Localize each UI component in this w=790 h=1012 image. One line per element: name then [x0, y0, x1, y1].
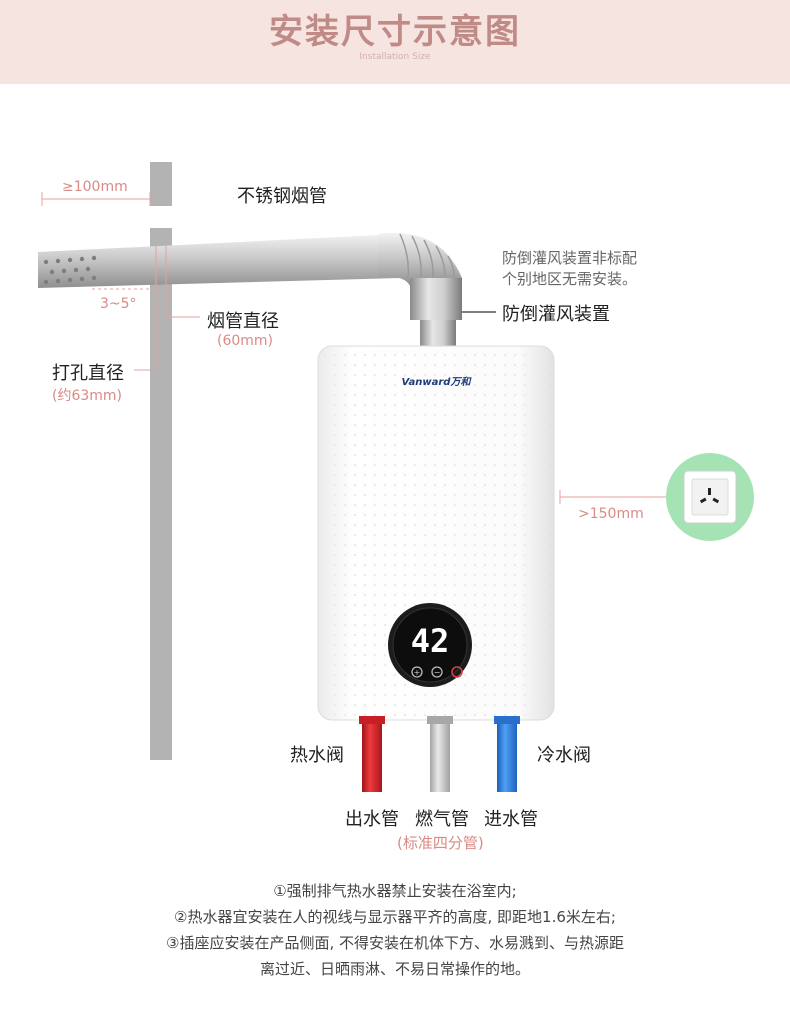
gas-pipe-label: 燃气管 — [415, 809, 469, 830]
installation-notes: ①强制排气热水器禁止安装在浴室内; ②热水器宜安装在人的视线与显示器平齐的高度,… — [0, 878, 790, 982]
temperature-display: 42 — [410, 622, 450, 660]
gas-pipe-collar — [427, 716, 453, 724]
wall — [150, 228, 172, 760]
note-3: ③插座应安装在产品侧面, 不得安装在机体下方、水易溅到、与热源距 — [166, 934, 624, 952]
pipe-diameter-value: (60mm) — [217, 333, 274, 349]
hot-water-pipe — [362, 720, 382, 792]
tilt-angle-label: 3~5° — [100, 296, 137, 312]
page-subtitle: Installation Size — [359, 52, 431, 62]
cold-valve-label: 冷水阀 — [537, 745, 591, 766]
note-4: 离过近、日晒雨淋、不易日常操作的地。 — [259, 960, 530, 978]
heater-texture — [322, 350, 550, 716]
socket-face — [691, 478, 729, 516]
hole-diameter-label: 打孔直径 — [52, 363, 124, 384]
gas-pipe — [430, 720, 450, 792]
cold-water-pipe — [497, 720, 517, 792]
brand-logo: Vanward万和 — [401, 377, 471, 388]
flue-collar — [420, 320, 456, 346]
plus-icon — [411, 666, 423, 678]
display-screen — [392, 607, 468, 683]
anti-backdraft-note-line1: 防倒灌风装置非标配 — [502, 249, 638, 267]
flue-pipe — [38, 234, 400, 288]
power-icon — [451, 666, 463, 678]
socket-outlet-icon — [699, 488, 720, 504]
svg-text:−: − — [434, 668, 441, 677]
pipe-standard-label: (标准四分管) — [397, 834, 484, 852]
hot-valve-label: 热水阀 — [290, 745, 344, 766]
header-banner: 安装尺寸示意图 Installation Size — [0, 0, 790, 84]
side-clearance-label: >150mm — [578, 506, 644, 522]
anti-backdraft-note-line2: 个别地区无需安装。 — [502, 270, 638, 288]
pipe-diameter-label: 烟管直径 — [207, 311, 279, 332]
outlet-pipe-label: 出水管 — [345, 809, 399, 830]
anti-backdraft-label: 防倒灌风装置 — [502, 304, 610, 325]
note-2: ②热水器宜安装在人的视线与显示器平齐的高度, 即距地1.6米左右; — [174, 908, 616, 926]
pipe-material-label: 不锈钢烟管 — [237, 186, 327, 207]
dimension-lines — [41, 192, 666, 504]
note-1: ①强制排气热水器禁止安装在浴室内; — [273, 882, 517, 900]
anti-backdraft-note: 防倒灌风装置非标配 个别地区无需安装。 — [502, 248, 637, 290]
anti-backdraft-device — [410, 278, 462, 320]
cold-pipe-collar — [494, 716, 520, 724]
hot-pipe-collar — [359, 716, 385, 724]
svg-text:+: + — [414, 668, 421, 677]
inlet-pipe-label: 进水管 — [484, 809, 538, 830]
pipe-vent-holes — [43, 255, 97, 285]
minus-icon — [431, 666, 443, 678]
installation-diagram: + − — [38, 162, 754, 792]
wall-top — [150, 162, 172, 206]
page-title: 安装尺寸示意图 — [269, 12, 521, 52]
wall-clearance-label: ≥100mm — [62, 179, 128, 195]
hole-diameter-value: (约63mm) — [52, 388, 123, 404]
